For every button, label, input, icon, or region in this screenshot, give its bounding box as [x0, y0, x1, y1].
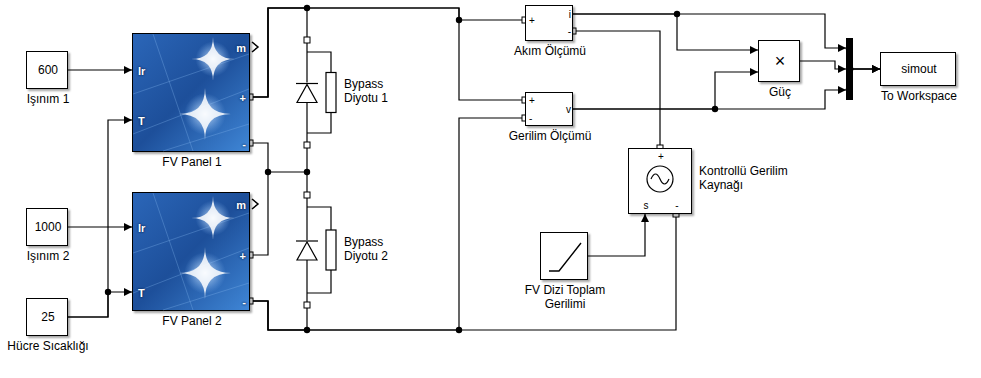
block-value: 1000 — [35, 221, 62, 235]
port-label: Ir — [138, 65, 145, 78]
pv-panel-picture — [133, 34, 249, 151]
junction-dot — [265, 169, 271, 175]
signal-line — [68, 292, 132, 317]
junction-wire — [268, 171, 307, 172]
constant-block: 25Hücre Sıcaklığı — [26, 298, 68, 336]
signal-line — [573, 69, 880, 109]
signal-line — [68, 120, 132, 317]
physical-wire — [250, 301, 307, 330]
block-name: Işınım 2 — [27, 250, 70, 264]
port-label: T — [138, 287, 145, 300]
ramp-symbol — [541, 233, 587, 279]
physical-wire — [250, 8, 525, 97]
port-label: s — [644, 200, 649, 212]
port-label: m — [236, 199, 246, 212]
operator-symbol: × — [775, 51, 786, 72]
junction-dot — [304, 327, 310, 333]
diode-symbol — [296, 37, 336, 148]
port-label: - — [242, 138, 246, 151]
block-name: FV Panel 1 — [162, 156, 221, 170]
mux-input-arrow — [838, 65, 846, 73]
block-name: Hücre Sıcaklığı — [7, 340, 88, 354]
block-name: FV Dizi Toplam Gerilimi — [509, 284, 621, 312]
ramp-block: FV Dizi Toplam Gerilimi — [540, 232, 588, 280]
controlled-voltage-source: +s-Kontrollü Gerilim Kaynağı — [628, 148, 692, 214]
junction-dot — [304, 169, 310, 175]
block-name: Bypass Diyotu 1 — [344, 78, 406, 106]
port-label: i — [569, 9, 571, 21]
constant-block: 600Işınım 1 — [26, 51, 68, 89]
port-label: T — [138, 115, 145, 128]
block-name: Işınım 1 — [27, 93, 70, 107]
junction-dot — [456, 17, 462, 23]
block-name: Güç — [769, 86, 791, 100]
port-label: m — [236, 42, 246, 55]
bypass-diode: Bypass Diyotu 1 — [296, 40, 340, 145]
block-name: FV Panel 2 — [162, 315, 221, 329]
physical-wire — [250, 118, 525, 330]
signal-line — [573, 14, 758, 50]
port-label: + — [529, 95, 535, 107]
port-label: - — [242, 296, 246, 309]
signal-line — [573, 14, 880, 69]
junction-dot — [456, 327, 462, 333]
output-port-chevron — [252, 42, 258, 52]
pv-panel: IrTm+-FV Panel 1 — [132, 33, 250, 152]
to-workspace-block: simoutTo Workspace — [880, 52, 956, 86]
block-name: Kontrollü Gerilim Kaynağı — [699, 165, 794, 193]
junction-dot — [105, 289, 111, 295]
mux-input-arrow — [838, 44, 846, 52]
signal-line — [68, 226, 132, 227]
mux-bar — [846, 38, 853, 100]
port-label: v — [566, 104, 571, 116]
block-name: Akım Ölçümü — [514, 45, 586, 59]
block-value: 600 — [38, 64, 58, 78]
block-name: Gerilim Ölçümü — [509, 130, 592, 144]
output-port-chevron — [252, 199, 258, 209]
pv-panel-picture — [133, 193, 249, 310]
port-label: + — [240, 250, 246, 263]
port-label: Ir — [138, 222, 145, 235]
block-name: Bypass Diyotu 2 — [344, 236, 406, 264]
product-block: ×Güç — [758, 40, 800, 82]
block-value: simout — [901, 63, 936, 77]
signal-line — [68, 69, 132, 70]
signal-line — [588, 214, 645, 256]
junction-dot — [674, 11, 680, 17]
junction-dot — [712, 106, 718, 112]
port-label: - — [529, 113, 532, 125]
signal-line — [573, 72, 758, 109]
port-label: - — [675, 200, 678, 212]
bypass-diode: Bypass Diyotu 2 — [296, 195, 340, 305]
port-label: + — [658, 151, 664, 163]
constant-block: 1000Işınım 2 — [26, 208, 68, 246]
block-name: To Workspace — [881, 90, 957, 104]
port-label: + — [529, 15, 535, 27]
physical-wire — [250, 143, 268, 255]
current-sensor: +i-Akım Ölçümü — [525, 5, 573, 41]
pv-panel: IrTm+-FV Panel 2 — [132, 192, 250, 311]
diode-symbol — [296, 192, 336, 308]
physical-wire — [250, 214, 676, 330]
block-value: 25 — [41, 311, 54, 325]
physical-wire — [250, 8, 525, 100]
port-label: - — [568, 26, 571, 38]
junction-dot — [304, 5, 310, 11]
mux-input-arrow — [838, 86, 846, 94]
voltage-sensor: +-vGerilim Ölçümü — [525, 92, 573, 126]
port-label: + — [240, 92, 246, 105]
